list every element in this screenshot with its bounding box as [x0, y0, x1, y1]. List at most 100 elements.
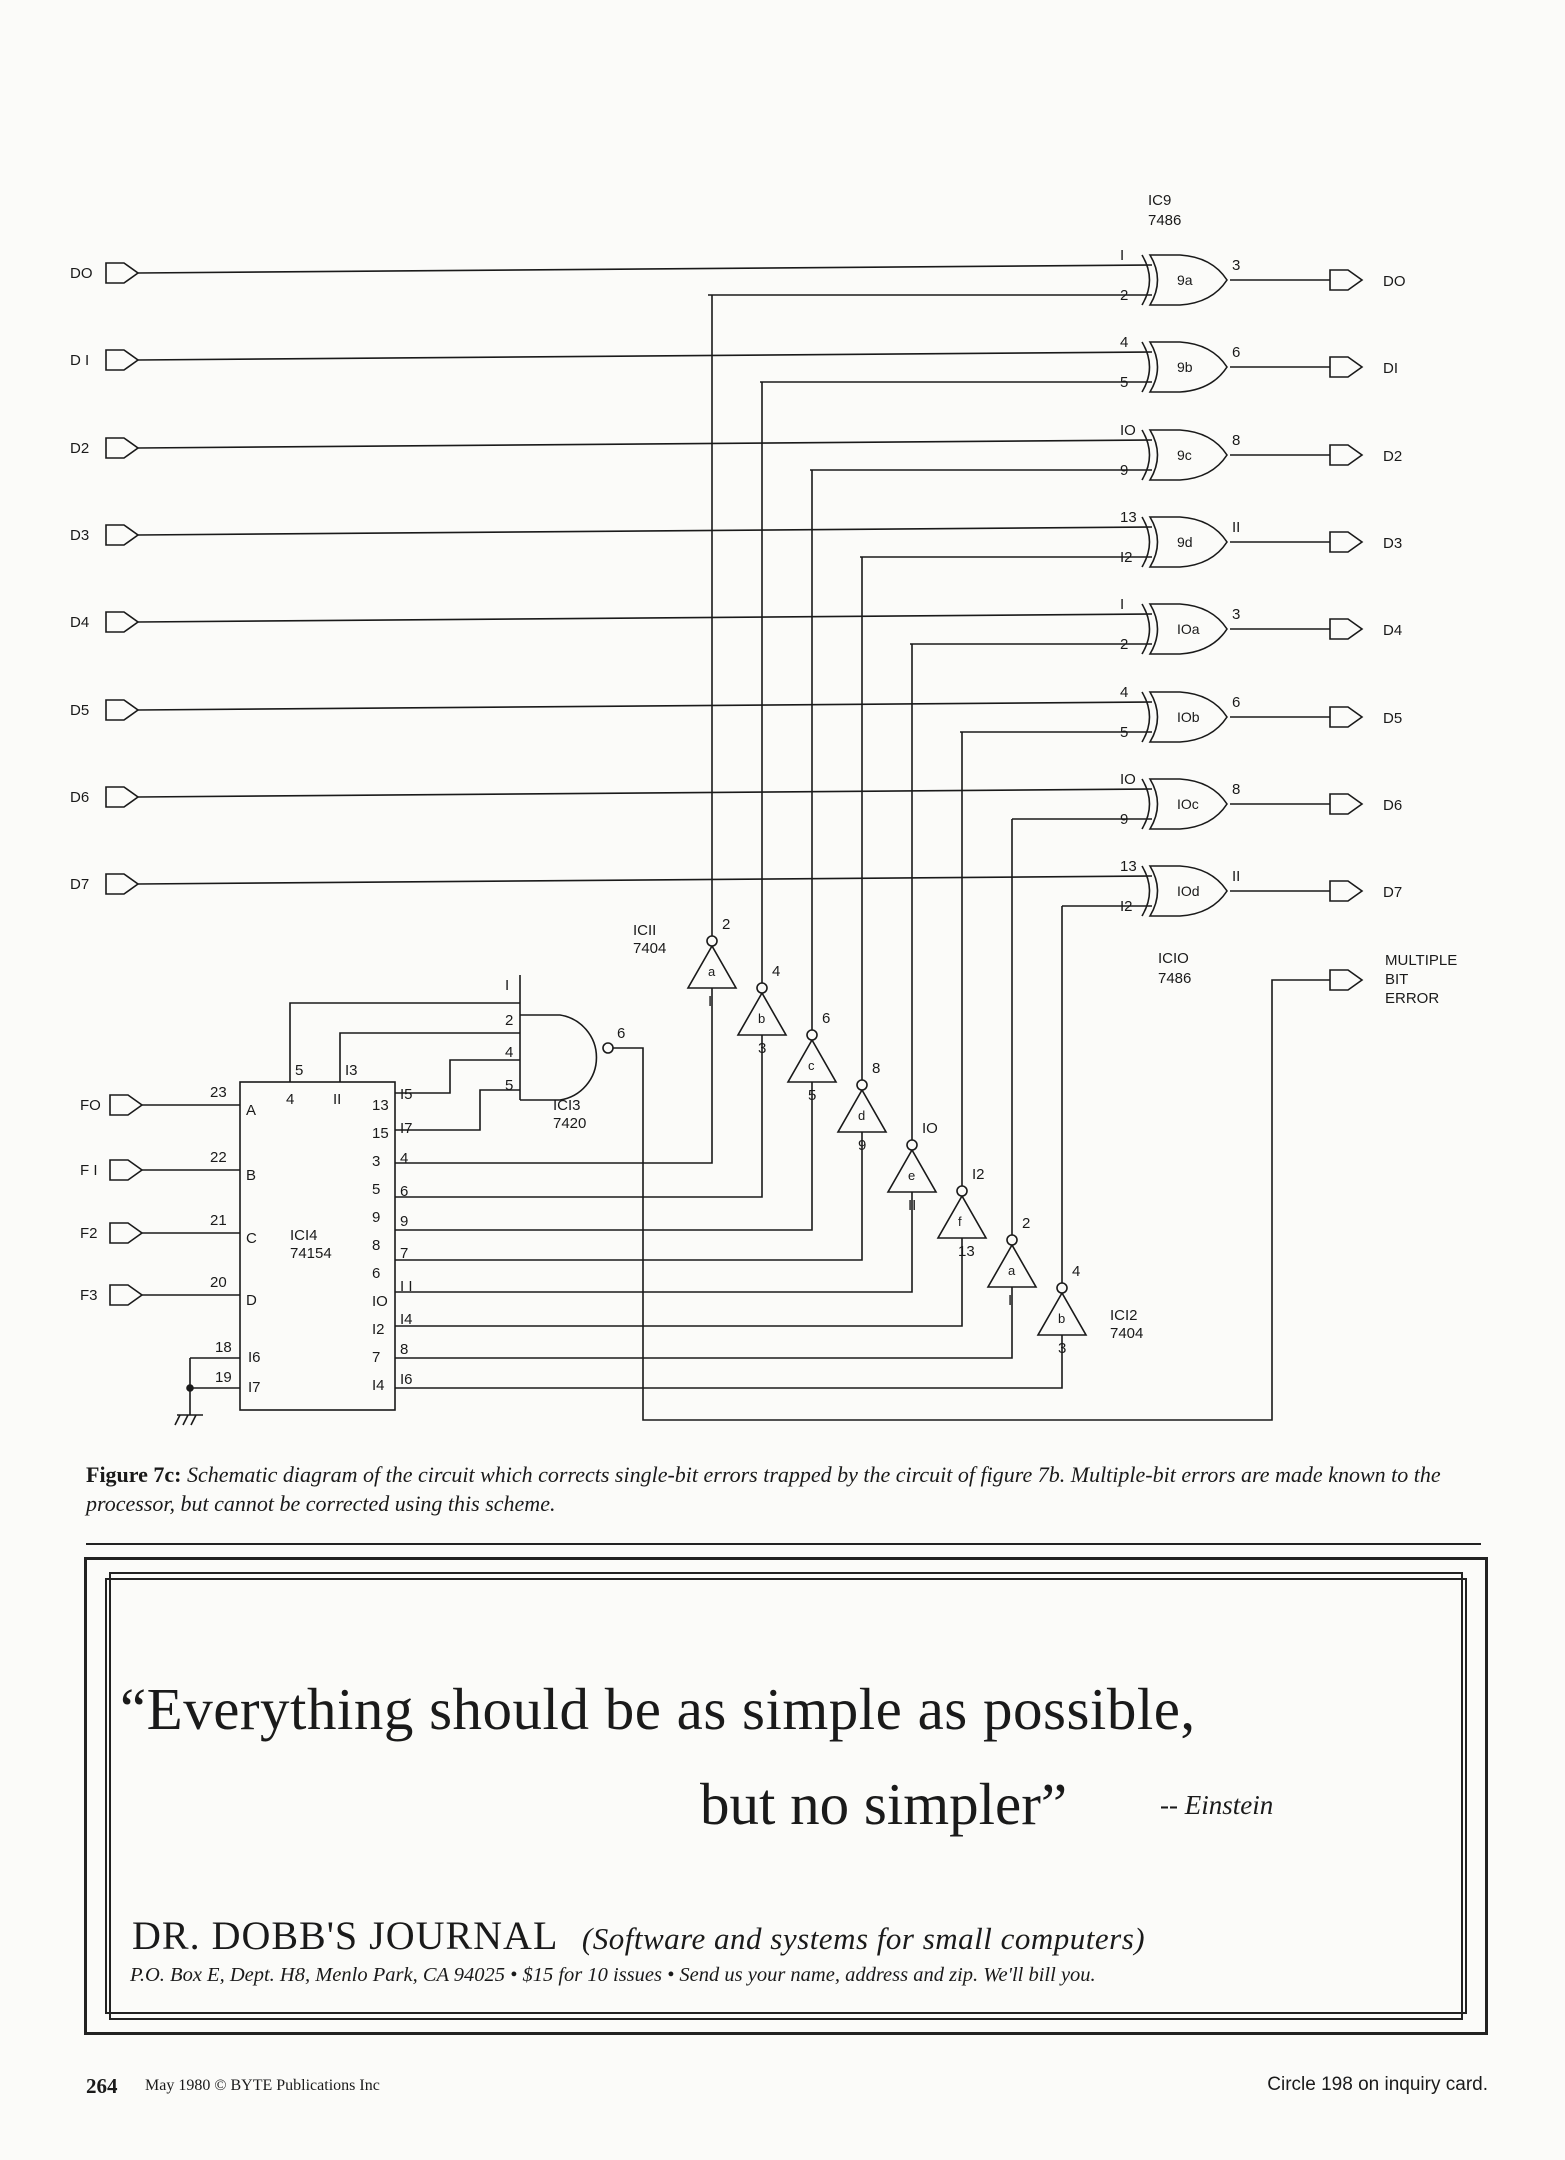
multiple-error-connector: [1329, 969, 1364, 991]
ic14-body: [239, 1081, 396, 1411]
decoder-select-letter-2: C: [246, 1230, 257, 1247]
footer-inquiry: Circle 198 on inquiry card.: [1267, 2074, 1488, 2095]
decoder-out-pin-inner-8: I2: [372, 1321, 385, 1338]
decoder-out-pin-inner-0: 13: [372, 1097, 389, 1114]
inverter-pin-out-6: 2: [1022, 1215, 1030, 1232]
decoder-output-line-6: [395, 1287, 1013, 1359]
ad-inner-border: [105, 1578, 1467, 2014]
inverter-6-bubble: [1006, 1234, 1018, 1246]
xor-gate-label-7: IOd: [1177, 883, 1200, 899]
input-connector-0: [105, 262, 140, 284]
input-label-1: D I: [70, 352, 89, 369]
decoder-select-letter-0: A: [246, 1102, 256, 1119]
xor-gate-label-6: IOc: [1177, 796, 1199, 812]
inverter-pin-out-1: 4: [772, 963, 780, 980]
ad-inner-frame: [109, 1572, 1463, 2020]
data-line-1: [137, 351, 1153, 361]
nand-input-pin-0: I: [505, 977, 509, 994]
xor-pin-out-0: 3: [1232, 257, 1240, 274]
decoder-out-pin-inner-7: IO: [372, 1293, 388, 1310]
data-line-0: [137, 264, 1153, 274]
schematic-diagram: DOD ID2D3D4D5D6D79aI23DO9b456DI9cIO98D29…: [70, 192, 1457, 1426]
decoder-to-nand-3: [395, 1089, 520, 1131]
f-input-label-1: F I: [80, 1162, 98, 1179]
data-line-3: [137, 526, 1153, 536]
decoder-select-pin-3: 20: [210, 1274, 227, 1291]
figure-caption-text: Schematic diagram of the circuit which c…: [86, 1462, 1441, 1516]
inverter-pin-out-7: 4: [1072, 1263, 1080, 1280]
decoder-out-pin-outer-2: 4: [400, 1150, 408, 1167]
inverter-label-5: f: [958, 1214, 962, 1229]
decoder-select-pin-2: 21: [210, 1212, 227, 1229]
decoder-out-pin-outer-9: I6: [400, 1371, 413, 1388]
output-connector-1: [1329, 356, 1364, 378]
xor-gate-label-4: IOa: [1177, 621, 1200, 637]
quote-author: -- Einstein: [1160, 1790, 1274, 1820]
xor-gate-2-back-curve: [1141, 429, 1151, 481]
decoder-out-pin-inner-1: 15: [372, 1125, 389, 1142]
ic12-part: 7404: [1110, 1325, 1143, 1342]
output-label-5: D5: [1383, 710, 1402, 727]
decoder-top-pin-outer-1: I3: [345, 1062, 358, 1079]
inverter-label-3: d: [858, 1108, 865, 1123]
xor-gate-5: [1148, 691, 1228, 743]
quote-line-1: “Everything should be as simple as possi…: [120, 1676, 1196, 1742]
xor-pin-out-6: 8: [1232, 781, 1240, 798]
enable-pin-inner-1: I7: [248, 1379, 261, 1396]
decoder-to-nand-2: [395, 1059, 520, 1094]
input-label-2: D2: [70, 440, 89, 457]
decoder-out-pin-outer-5: 7: [400, 1245, 408, 1262]
decoder-out-pin-outer-8: 8: [400, 1341, 408, 1358]
ic10-label: ICIO: [1158, 950, 1189, 967]
output-label-2: D2: [1383, 448, 1402, 465]
inverter-7-bubble: [1056, 1282, 1068, 1294]
inverter-pin-out-2: 6: [822, 1010, 830, 1027]
xor-gate-5-back-curve: [1141, 691, 1151, 743]
inverter-5-bubble: [956, 1185, 968, 1197]
page-number: 264: [86, 2074, 118, 2098]
ic10-part: 7486: [1158, 970, 1191, 987]
figure-caption: Figure 7c: Schematic diagram of the circ…: [86, 1460, 1481, 1518]
inverter-label-7: b: [1058, 1311, 1065, 1326]
f-input-connector-3: [109, 1284, 144, 1306]
decoder-output-line-2: [395, 1082, 813, 1231]
inverter-pin-in-6: I: [1008, 1292, 1012, 1309]
input-connector-4: [105, 611, 140, 633]
data-line-5: [137, 701, 1153, 711]
nand-output-bubble: [602, 1042, 614, 1054]
output-label-1: DI: [1383, 360, 1398, 377]
f-input-label-3: F3: [80, 1287, 98, 1304]
xor-gate-2: [1148, 429, 1228, 481]
decoder-out-pin-inner-9: 7: [372, 1349, 380, 1366]
xor-gate-0-back-curve: [1141, 254, 1151, 306]
decoder-select-pin-1: 22: [210, 1149, 227, 1166]
ic11-part: 7404: [633, 940, 666, 957]
ic11-label: ICII: [633, 922, 656, 939]
decoder-out-pin-outer-1: I7: [400, 1120, 413, 1137]
xor-pin-a-5: 4: [1120, 684, 1128, 701]
xor-gate-1-back-curve: [1141, 341, 1151, 393]
decoder-output-line-7: [395, 1335, 1063, 1389]
input-label-3: D3: [70, 527, 89, 544]
footer-publication: May 1980 © BYTE Publications Inc: [145, 2077, 380, 2094]
input-label-4: D4: [70, 614, 89, 631]
output-connector-4: [1329, 618, 1364, 640]
inverter-label-0: a: [708, 964, 716, 979]
xor-pin-a-2: IO: [1120, 422, 1136, 439]
data-line-4: [137, 613, 1153, 623]
f-input-connector-0: [109, 1094, 144, 1116]
f-input-connector-2: [109, 1222, 144, 1244]
nand-input-pin-2: 4: [505, 1044, 513, 1061]
nand-gate-ic13: [520, 1014, 598, 1101]
figure-label: Figure 7c:: [86, 1462, 182, 1487]
inverter-pin-in-5: 13: [958, 1243, 975, 1260]
xor-gate-0: [1148, 254, 1228, 306]
multiple-error-label-2: ERROR: [1385, 990, 1439, 1007]
xor-gate-3: [1148, 516, 1228, 568]
f-input-connector-1: [109, 1159, 144, 1181]
ic9-part: 7486: [1148, 212, 1181, 229]
journal-tagline: (Software and systems for small computer…: [581, 1921, 1146, 1956]
decoder-out-pin-outer-7: I4: [400, 1311, 413, 1328]
xor-gate-label-5: IOb: [1177, 709, 1200, 725]
nand-output-pin: 6: [617, 1025, 625, 1042]
